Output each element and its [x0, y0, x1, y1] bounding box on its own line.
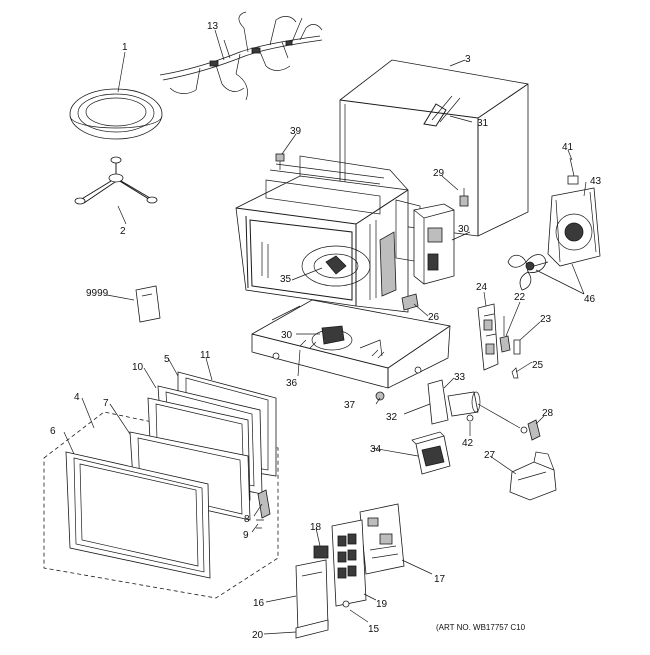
- label-9: 9: [243, 530, 249, 541]
- label-22: 22: [514, 292, 526, 303]
- label-4: 4: [74, 392, 80, 403]
- control-pcb-17: [359, 503, 405, 575]
- label-5: 5: [164, 354, 170, 365]
- label-30-bottom: 30: [281, 330, 293, 341]
- label-27: 27: [484, 450, 496, 461]
- switch-bracket-24: [477, 303, 499, 371]
- label-23: 23: [540, 314, 552, 325]
- part-27: [509, 451, 557, 501]
- label-26: 26: [428, 312, 440, 323]
- label-43: 43: [590, 176, 602, 187]
- label-18: 18: [310, 522, 322, 533]
- label-41: 41: [562, 142, 574, 153]
- fan-blade-46: [507, 254, 549, 291]
- turntable-tray-1: [69, 88, 163, 140]
- label-6: 6: [50, 426, 56, 437]
- leader-lines: [63, 29, 587, 635]
- screw-37: [375, 391, 385, 401]
- label-42: 42: [462, 438, 474, 449]
- label-1: 1: [122, 42, 128, 53]
- latch-8: [256, 489, 271, 529]
- label-31: 31: [477, 118, 489, 129]
- label-10: 10: [132, 362, 144, 373]
- label-19: 19: [376, 599, 388, 610]
- magnetron-30: [413, 188, 469, 285]
- label-16: 16: [253, 598, 265, 609]
- switch-22: [499, 316, 511, 353]
- label-46: 46: [584, 294, 596, 305]
- part-labels: 1 13 2 3 31 39 29 30 41 43 46 9999 35 30…: [50, 21, 602, 641]
- label-37: 37: [344, 400, 356, 411]
- bracket-20: [295, 619, 329, 639]
- label-32: 32: [386, 412, 398, 423]
- label-9999: 9999: [86, 288, 109, 299]
- label-34: 34: [370, 444, 382, 455]
- label-39: 39: [290, 126, 302, 137]
- bracket-31: [423, 95, 461, 127]
- label-25: 25: [532, 360, 544, 371]
- door-front-6: [65, 451, 211, 579]
- label-17: 17: [434, 574, 446, 585]
- label-36: 36: [286, 378, 298, 389]
- label-7: 7: [103, 398, 109, 409]
- label-29: 29: [433, 168, 445, 179]
- label-28: 28: [542, 408, 554, 419]
- label-20: 20: [252, 630, 264, 641]
- wire-harness-13: [159, 11, 323, 101]
- part-26: [401, 293, 419, 311]
- part-28: [527, 419, 541, 441]
- manual-card-9999: [135, 285, 161, 323]
- roller-guide-2: [74, 156, 158, 205]
- label-35: 35: [280, 274, 292, 285]
- screw-25: [511, 367, 519, 379]
- label-11: 11: [200, 350, 211, 361]
- label-8: 8: [244, 514, 250, 525]
- switch-23: [513, 339, 521, 355]
- label-13: 13: [207, 21, 219, 32]
- keypad-panel-19: [331, 519, 367, 608]
- oven-cavity: [235, 155, 421, 313]
- label-33: 33: [454, 372, 466, 383]
- label-2: 2: [120, 226, 126, 237]
- label-3: 3: [465, 54, 471, 65]
- label-30-top: 30: [458, 224, 470, 235]
- transformer-34: [411, 431, 451, 475]
- art-number: (ART NO. WB17757 C10: [436, 623, 526, 632]
- base-plate-36: [251, 299, 451, 389]
- display-18: [313, 545, 329, 559]
- motor-33: [427, 379, 528, 434]
- clip-39: [275, 153, 285, 170]
- fan-motor-bracket-43: [547, 157, 601, 267]
- label-15: 15: [368, 624, 380, 635]
- door-assembly-frame: [43, 411, 279, 599]
- label-24: 24: [476, 282, 488, 293]
